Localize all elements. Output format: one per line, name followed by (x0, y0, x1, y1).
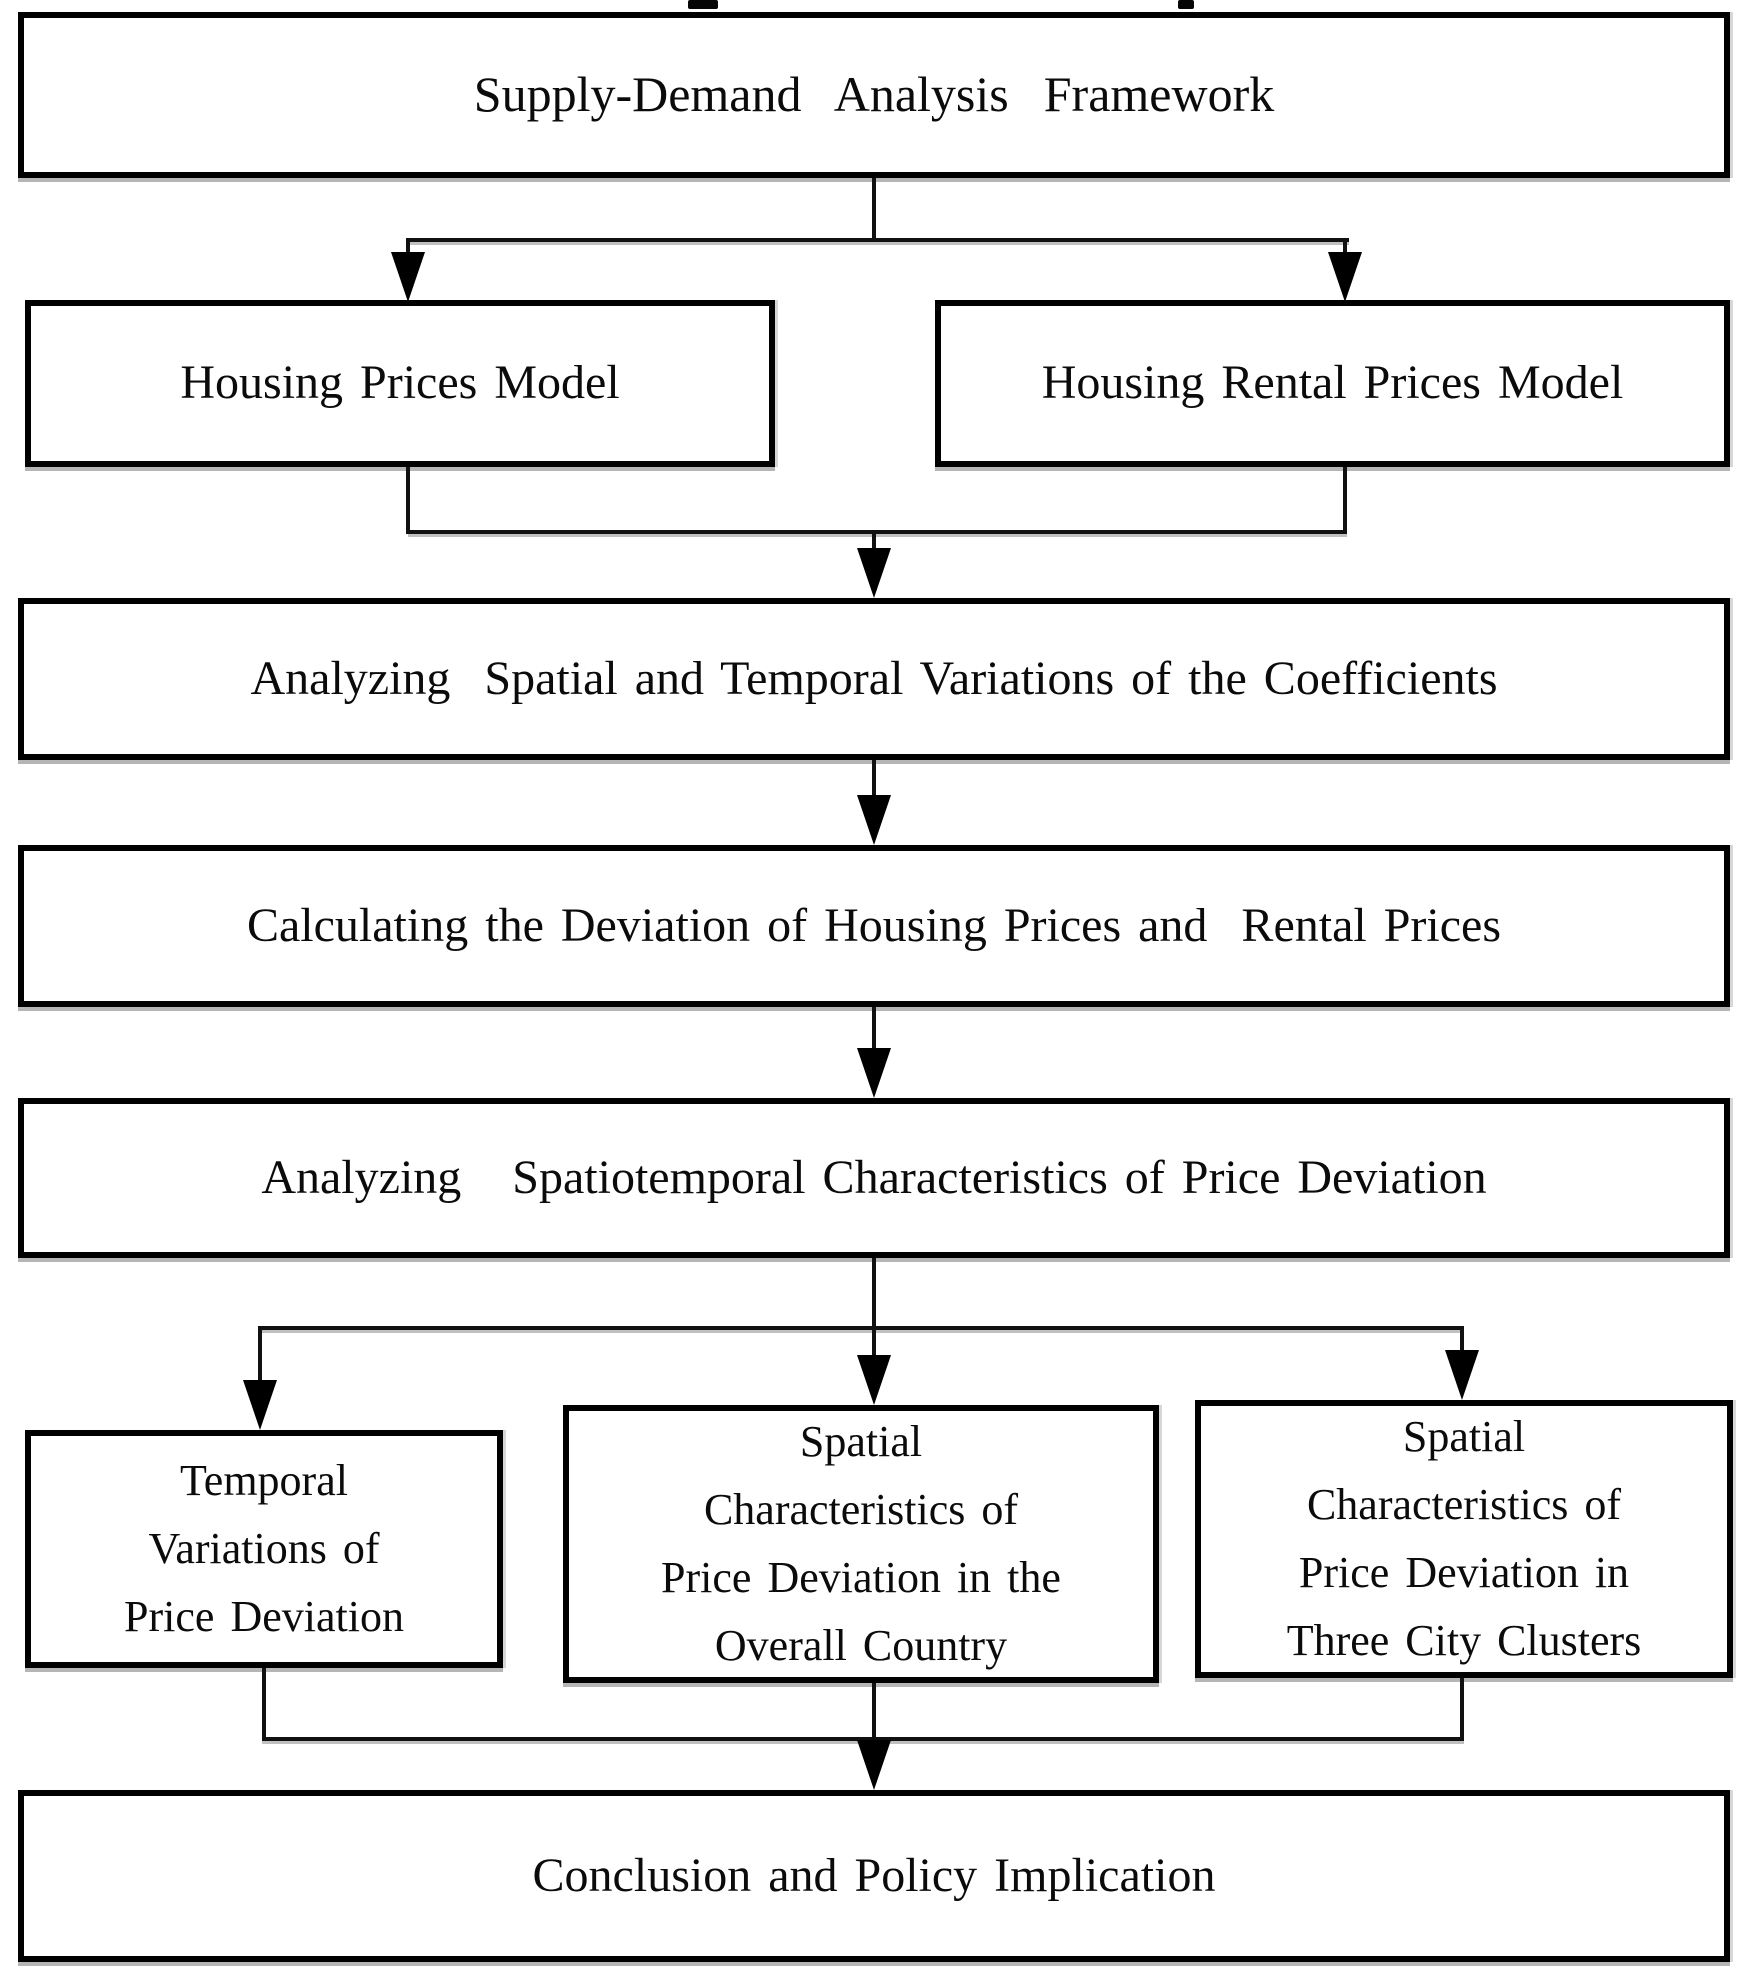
arrowhead-to-spatial-overall (857, 1355, 891, 1405)
cropped-text-artifact-right (1178, 0, 1194, 9)
connector-bottom-split-spine (872, 1258, 876, 1330)
node-spatiotemporal-characteristics: Analyzing Spatiotemporal Characteristics… (18, 1098, 1730, 1258)
node-housing-prices-model-label: Housing Prices Model (180, 356, 620, 410)
arrowhead-to-temporal-variations (243, 1380, 277, 1430)
node-conclusion: Conclusion and Policy Implication (18, 1790, 1730, 1962)
arrowhead-to-spatiotemporal (857, 1048, 891, 1098)
node-spatial-overall-country-label: Spatial Characteristics of Price Deviati… (661, 1416, 1061, 1671)
connector-merge-left (406, 467, 410, 534)
node-housing-rental-prices-model: Housing Rental Prices Model (935, 300, 1730, 467)
arrowhead-to-housing-prices (391, 252, 425, 302)
node-coefficient-variations-label: Analyzing Spatial and Temporal Variation… (250, 651, 1498, 705)
connector-top-right-stub (1343, 238, 1347, 262)
connector-bottom-split-bar (260, 1326, 1464, 1330)
node-temporal-variations-label: Temporal Variations of Price Deviation (124, 1455, 404, 1642)
node-deviation-calculation: Calculating the Deviation of Housing Pri… (18, 845, 1730, 1007)
node-supply-demand-framework: Supply-Demand Analysis Framework (18, 12, 1730, 178)
node-coefficient-variations: Analyzing Spatial and Temporal Variation… (18, 598, 1730, 760)
connector-merge-right (1343, 467, 1347, 534)
connector-top-spine (872, 178, 876, 240)
node-spatial-overall-country: Spatial Characteristics of Price Deviati… (563, 1405, 1159, 1683)
connector-deviation-spine (872, 1007, 876, 1053)
connector-split-left-stub (258, 1326, 262, 1384)
node-spatial-city-clusters-label: Spatial Characteristics of Price Deviati… (1286, 1411, 1642, 1666)
node-temporal-variations: Temporal Variations of Price Deviation (25, 1430, 503, 1668)
cropped-text-artifact-left (688, 0, 718, 9)
connector-split-center-stub (872, 1326, 876, 1360)
arrowhead-to-housing-rental (1328, 252, 1362, 302)
connector-top-split-bar (408, 238, 1349, 242)
node-deviation-calculation-label: Calculating the Deviation of Housing Pri… (246, 898, 1502, 952)
connector-split-right-stub (1460, 1326, 1464, 1356)
node-housing-rental-prices-model-label: Housing Rental Prices Model (1041, 356, 1624, 410)
node-spatiotemporal-characteristics-label: Analyzing Spatiotemporal Characteristics… (261, 1150, 1487, 1204)
node-spatial-city-clusters: Spatial Characteristics of Price Deviati… (1195, 1400, 1733, 1678)
connector-final-right (1460, 1678, 1464, 1741)
connector-final-left (262, 1668, 266, 1741)
node-conclusion-label: Conclusion and Policy Implication (532, 1848, 1216, 1902)
arrowhead-to-spatial-clusters (1445, 1350, 1479, 1400)
arrowhead-to-coefficients (857, 548, 891, 598)
arrowhead-to-deviation-calc (857, 795, 891, 845)
node-housing-prices-model: Housing Prices Model (25, 300, 775, 467)
node-supply-demand-framework-label: Supply-Demand Analysis Framework (473, 66, 1275, 123)
connector-merge-spine (872, 530, 876, 554)
connector-final-center (872, 1683, 876, 1743)
arrowhead-to-conclusion (857, 1740, 891, 1790)
connector-merge-bar (408, 530, 1347, 534)
connector-coefficients-spine (872, 760, 876, 800)
connector-final-merge-bar (262, 1737, 1464, 1741)
connector-top-left-stub (406, 238, 410, 262)
